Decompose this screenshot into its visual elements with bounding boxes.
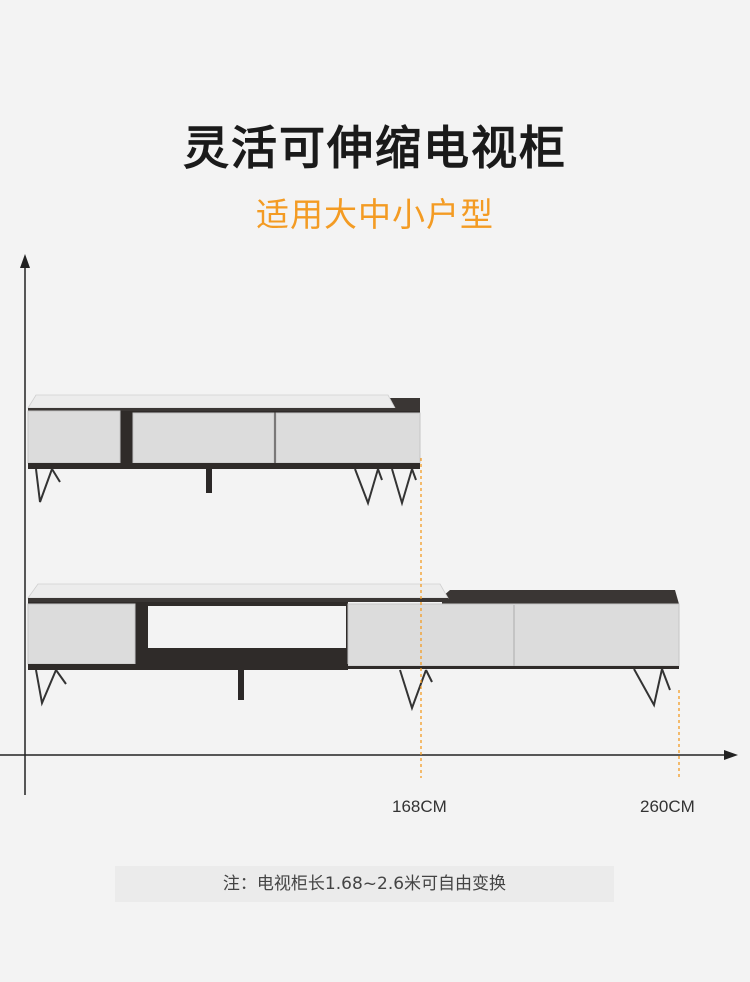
- page-subtitle: 适用大中小户型: [256, 195, 494, 234]
- guide-lines: [420, 458, 680, 778]
- note-banner: 注：电视柜长1.68~2.6米可自由变换: [115, 866, 614, 902]
- axes: [0, 254, 738, 795]
- note-text: 注：电视柜长1.68~2.6米可自由变换: [222, 874, 507, 894]
- length-label-168: 168CM: [392, 797, 447, 816]
- cabinet-closed: [27, 394, 421, 507]
- length-label-260: 260CM: [640, 797, 695, 816]
- page-title: 灵活可伸缩电视柜: [183, 121, 567, 175]
- cabinet-extended: [27, 583, 680, 712]
